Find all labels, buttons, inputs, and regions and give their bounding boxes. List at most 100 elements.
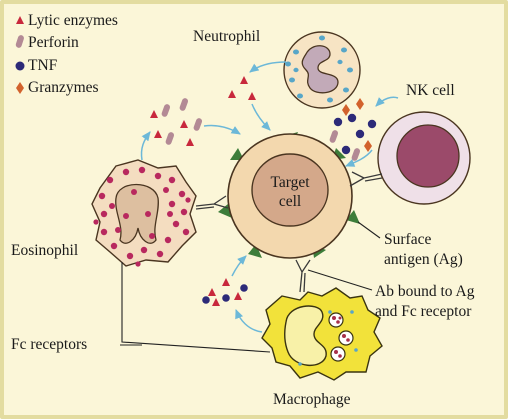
ab-bound-label-line2: and Fc receptor — [375, 303, 472, 320]
lytic-enzyme-icon — [186, 138, 194, 146]
macrophage-granule — [350, 310, 354, 314]
eosinophil-cell — [91, 159, 197, 267]
nk-cell — [377, 111, 471, 205]
granzyme-icon — [364, 140, 372, 152]
lytic-enzyme-icon — [240, 76, 248, 84]
perforin-icon — [161, 104, 171, 117]
macrophage-cell — [261, 287, 383, 381]
perforin-icon — [351, 148, 361, 161]
neutrophil-granule — [347, 67, 353, 73]
lytic-enzyme-icon — [180, 120, 188, 128]
neutrophil-granule — [293, 67, 299, 73]
neutrophil-granule — [297, 93, 303, 99]
neutrophil-granule — [289, 77, 295, 83]
fc-receptors-label: Fc receptors — [11, 336, 87, 353]
tnf-icon — [15, 61, 25, 71]
perforin-icon — [15, 35, 24, 48]
macrophage-vacuole — [338, 330, 354, 346]
macrophage-vacuole — [330, 346, 346, 362]
arrow-neutrophil-in — [251, 103, 271, 131]
legend-lytic-label: Lytic enzymes — [28, 12, 118, 29]
perforin-icon — [329, 130, 339, 143]
molecules-eosinophil — [150, 98, 203, 146]
arrow-nk-out — [375, 96, 399, 107]
neutrophil-cytoplasm — [283, 31, 361, 109]
legend-granzymes-label: Granzymes — [28, 79, 99, 96]
granzyme-icon — [16, 82, 24, 94]
arrow-macrophage-out — [235, 309, 263, 333]
molecules-macrophage — [202, 278, 248, 306]
arrow-eosinophil-out — [140, 131, 151, 161]
arrow-eosinophil-in — [203, 124, 241, 135]
target-cell-label-line2: cell — [279, 193, 301, 210]
lytic-enzyme-icon — [212, 298, 220, 306]
tnf-icon — [355, 129, 365, 139]
target-cell-label-line1: Target — [270, 174, 310, 191]
neutrophil-nucleus — [301, 45, 339, 94]
lytic-enzyme-icon — [248, 92, 256, 100]
arrow-nk-in — [345, 149, 373, 167]
macrophage-nucleus — [283, 305, 327, 366]
surface-antigen — [346, 210, 360, 224]
lytic-enzyme-icon — [222, 278, 230, 286]
neutrophil-granule — [341, 47, 347, 53]
neutrophil-granule — [293, 49, 299, 55]
surface-antigen — [230, 148, 244, 160]
tnf-icon — [347, 113, 357, 123]
macrophage-vacuole — [328, 312, 344, 328]
perforin-icon — [165, 132, 175, 145]
neutrophil-granule — [337, 59, 343, 65]
macrophage-cytoplasm — [261, 287, 383, 381]
molecules-nk — [329, 98, 377, 161]
surface-antigen-label-line1: Surface — [384, 231, 431, 248]
molecules-neutrophil — [228, 76, 256, 100]
tnf-icon — [333, 117, 343, 127]
neutrophil-cell — [283, 31, 361, 109]
tnf-icon — [202, 296, 210, 304]
granzyme-icon — [356, 98, 364, 110]
target-cell: Target cell — [218, 132, 360, 259]
arrows — [140, 61, 399, 333]
macrophage-granule — [298, 362, 302, 366]
macrophage-granule — [354, 348, 358, 352]
neutrophil-granule — [343, 87, 349, 93]
eosinophil-granules — [93, 166, 191, 267]
neutrophil-granule — [327, 97, 333, 103]
neutrophil-label: Neutrophil — [193, 28, 260, 45]
lytic-enzyme-icon — [150, 110, 158, 118]
leader-lines — [120, 221, 381, 353]
surface-antigen-label-line2: antigen (Ag) — [384, 251, 463, 268]
lytic-enzyme-icon — [154, 130, 162, 138]
fc-receptors-leader — [120, 262, 271, 353]
tnf-icon — [222, 294, 230, 302]
lytic-enzyme-icon — [228, 90, 236, 98]
surface-antigen — [248, 244, 262, 258]
antibodies — [195, 171, 383, 293]
lytic-enzyme-icon — [208, 288, 216, 296]
eosinophil-label: Eosinophil — [11, 242, 78, 259]
legend-tnf-label: TNF — [28, 57, 58, 74]
neutrophil-granule — [285, 61, 291, 67]
tnf-icon — [240, 284, 248, 292]
macrophage-label: Macrophage — [273, 391, 351, 408]
nk-cell-label: NK cell — [406, 82, 455, 99]
lytic-enzyme-icon — [234, 292, 242, 300]
macrophage-granule — [328, 310, 332, 314]
target-cell-nucleus — [251, 153, 329, 227]
tnf-icon — [341, 145, 351, 155]
ab-bound-leader — [307, 269, 373, 291]
granzyme-icon — [342, 104, 350, 116]
nk-nucleus — [396, 124, 460, 188]
legend: Lytic enzymes Perforin TNF Granzymes — [15, 12, 118, 96]
neutrophil-granule — [319, 35, 325, 41]
arrow-macrophage-in — [231, 255, 247, 277]
lytic-enzyme-icon — [16, 16, 24, 24]
antibody-eosinophil — [195, 195, 229, 210]
antibody-macrophage — [295, 259, 311, 293]
eosinophil-nucleus — [115, 184, 159, 244]
tnf-icon — [367, 119, 377, 129]
arrow-neutrophil-out — [249, 61, 287, 73]
legend-perforin-label: Perforin — [28, 34, 79, 51]
